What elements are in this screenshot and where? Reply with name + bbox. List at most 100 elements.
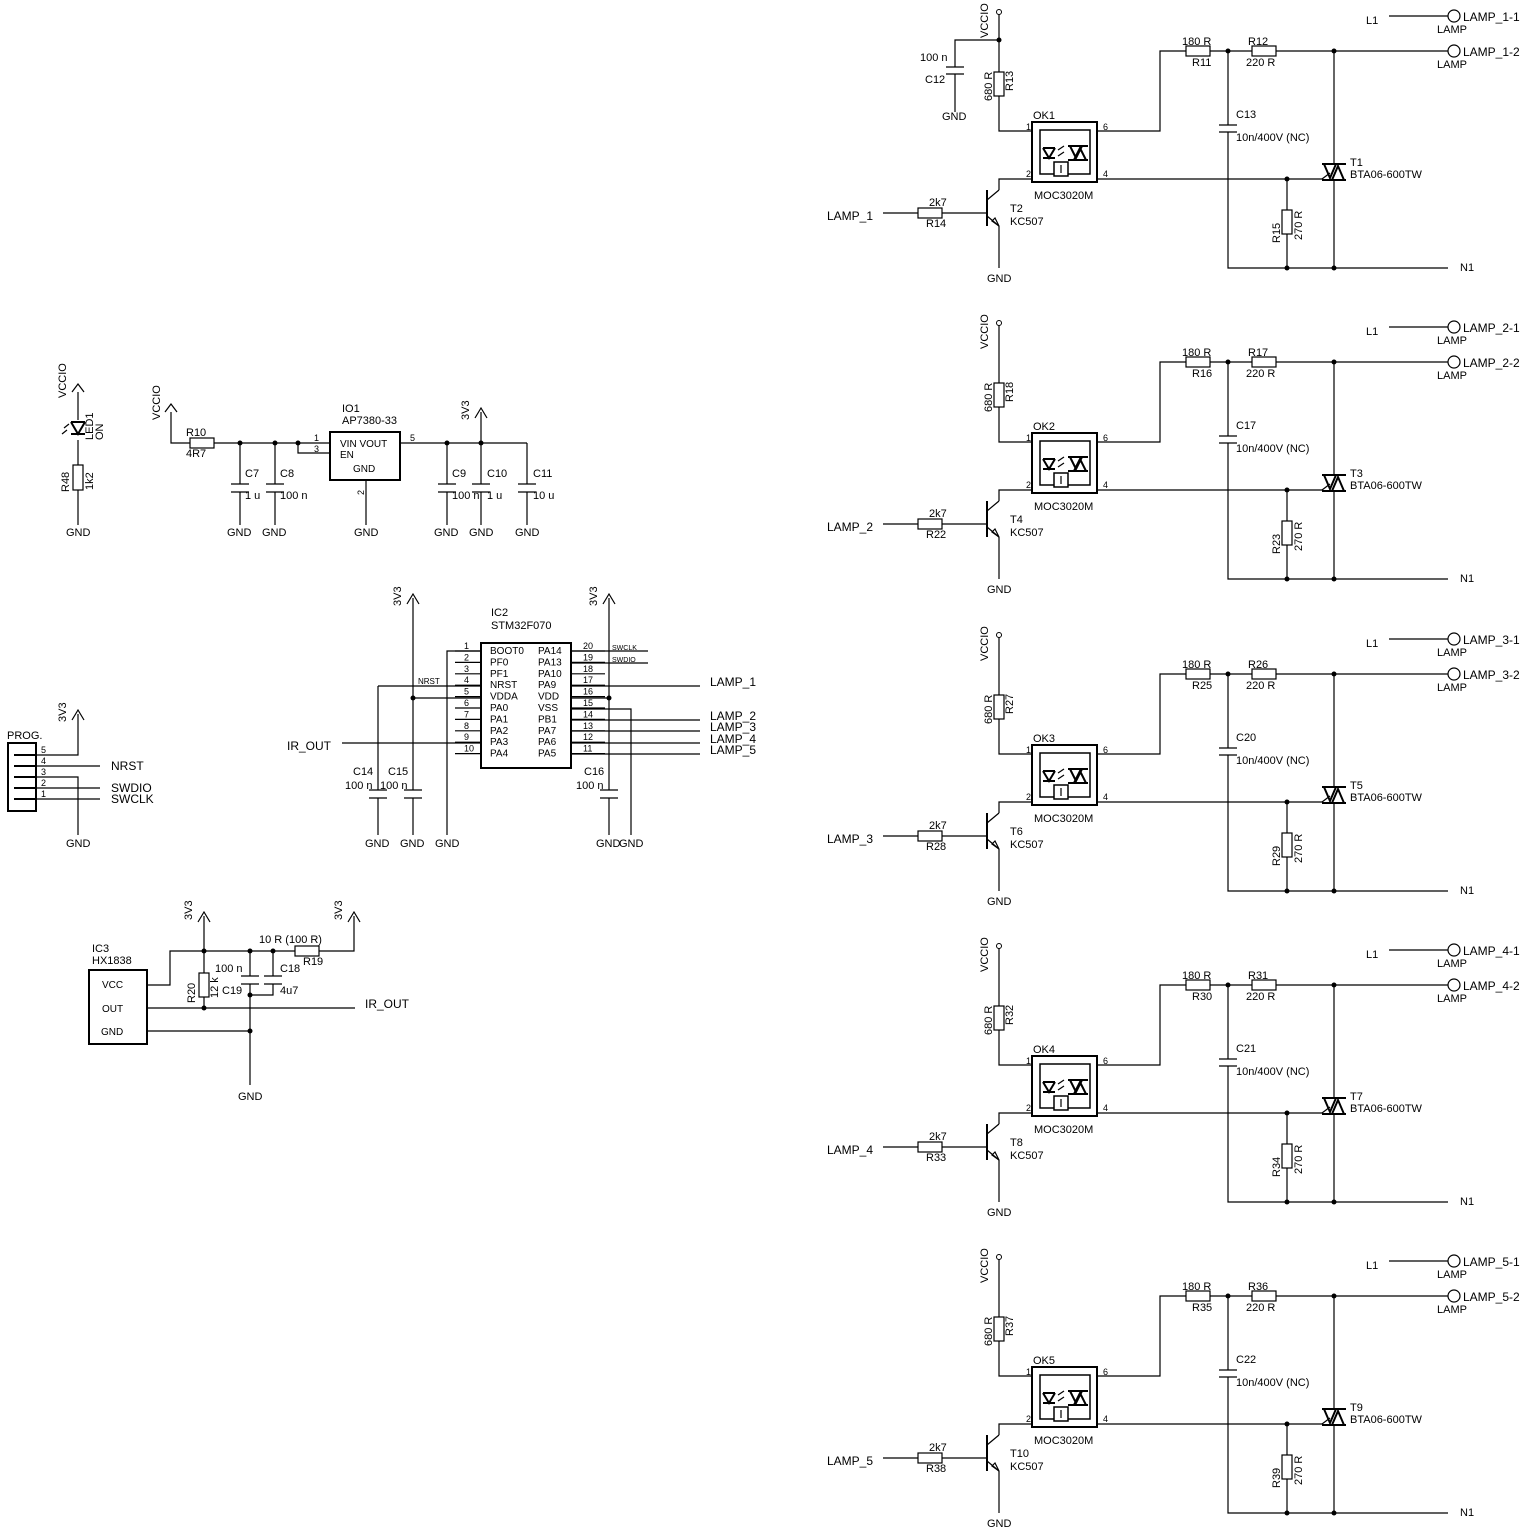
snubber-cap-ref: C21 [1236,1043,1256,1055]
lamp-output-2-label: LAMP_2-2 [1463,356,1520,370]
triac-val: BTA06-600TW [1350,169,1423,181]
transistor-ref: T2 [1010,203,1023,215]
base-resistor [917,1141,943,1153]
resistor-180r [1185,979,1211,991]
base-resistor [917,518,943,530]
optocoupler-val: MOC3020M [1034,501,1093,513]
resistor-180r-val: 180 R [1182,1281,1211,1293]
opto-pin-1: 1 [1026,433,1031,443]
resistor-180r-ref: R11 [1192,57,1211,69]
wire [1097,1295,1448,1377]
led-icon [70,421,86,436]
lamp-input-label: LAMP_3 [827,832,873,846]
mcu-pin-name: PA2 [490,726,509,737]
lamp-output-1-label: LAMP_3-1 [1463,633,1520,647]
opto-light-arrows [1057,145,1065,157]
3v3-label: 3V3 [183,900,195,920]
lamp-terminal-1 [1447,943,1461,957]
mcu-pin-number: 14 [583,709,593,719]
collector-resistor-val: 680 R [983,383,995,412]
triac-ref: T9 [1350,1402,1363,1414]
n1-label: N1 [1460,1507,1474,1519]
junction [1284,888,1290,894]
wire [1321,795,1331,803]
lamp-input-label: LAMP_1 [827,209,873,223]
gnd-label: GND [619,838,644,850]
gnd-label: GND [596,838,621,850]
opto-pin-2: 2 [1026,1103,1031,1113]
led-section: VCCIO LED1 ON R48 1k2 GND [57,363,106,539]
junction [1284,1510,1290,1516]
l1-label: L1 [1366,949,1378,961]
wire [1321,1417,1331,1425]
lamp-terminal-1 [1447,9,1461,23]
collector-resistor [993,694,1005,720]
mcu-pin-name: PA0 [490,703,509,714]
mcu-pin-number: 1 [464,641,469,651]
opto-pin-6: 6 [1103,1056,1108,1066]
c15-ref: C15 [388,766,408,778]
lamp-terminal-2 [1447,667,1461,681]
triac-ref: T1 [1350,157,1363,169]
mcu-pin-name: PB1 [538,714,557,725]
opto-pin-4: 4 [1103,480,1108,490]
resistor-180r-val: 180 R [1182,347,1211,359]
triac-icon [1322,163,1346,181]
r20-ref: R20 [186,983,198,1003]
snubber-cap-val: 10n/400V (NC) [1236,443,1309,455]
collector-resistor [993,382,1005,408]
mcu-pin-name: PA1 [490,714,509,725]
resistor-220r [1251,45,1277,57]
collector-resistor-val: 680 R [983,695,995,724]
resistor-220r-val: 220 R [1246,1302,1275,1314]
resistor-220r-ref: R17 [1248,347,1268,359]
triac-icon [1322,786,1346,804]
net-ir-out-label: IR_OUT [287,739,332,753]
opto-led-icon [1042,1081,1056,1094]
optocoupler-ref: OK1 [1033,110,1055,122]
lamp-label: LAMP [1437,647,1467,659]
mcu-pin-name: PA13 [538,657,562,668]
wire [998,946,1032,1066]
opto-light-arrows [1057,768,1065,780]
io1-pin1: 1 [314,433,319,443]
triac-val: BTA06-600TW [1350,792,1423,804]
resistor-180r-val: 180 R [1182,36,1211,48]
snubber-cap-val: 10n/400V (NC) [1236,132,1309,144]
mcu-pin-number: 8 [464,721,469,731]
mcu-pin-number: 11 [583,744,592,754]
n1-label: N1 [1460,262,1474,274]
opto-pin-2: 2 [1026,480,1031,490]
mcu-pin-name: PA10 [538,669,562,680]
c14-ref: C14 [353,766,373,778]
c19-val: 100 n [215,963,243,975]
ir-out-label: IR_OUT [365,997,410,1011]
snubber-cap-ref: C13 [1236,109,1256,121]
resistor-220r [1251,356,1277,368]
c11-ref: C11 [533,468,552,480]
gnd-label: GND [987,1518,1012,1530]
n1-label: N1 [1460,573,1474,585]
r20-resistor [198,972,210,998]
mcu-pin-name: PA3 [490,737,509,748]
transistor-val: KC507 [1010,1150,1044,1162]
collector-resistor-val: 680 R [983,72,995,101]
transistor-emitter-arrow [991,1461,1000,1472]
resistor-180r-ref: R35 [1192,1302,1212,1314]
3v3-label: 3V3 [460,400,472,420]
resistor-220r-val: 220 R [1246,680,1275,692]
base-resistor-val: 2k7 [929,508,947,520]
wire [998,801,1032,891]
snubber-cap-ref: C17 [1236,420,1256,432]
triac-val: BTA06-600TW [1350,480,1423,492]
lamp-terminal-1 [1447,632,1461,646]
r48-ref: R48 [60,472,72,492]
r10-resistor [189,437,215,449]
ic3-pin-out: OUT [102,1004,123,1015]
ir-receiver-section: IC3 HX1838 VCC OUT GND 3V3 3V3 R20 12 k … [88,900,410,1103]
transistor-ref: T10 [1010,1448,1029,1460]
optocoupler-val: MOC3020M [1034,1435,1093,1447]
lamp-output-2-label: LAMP_4-2 [1463,979,1520,993]
gate-resistor-val: 270 R [1293,522,1305,551]
